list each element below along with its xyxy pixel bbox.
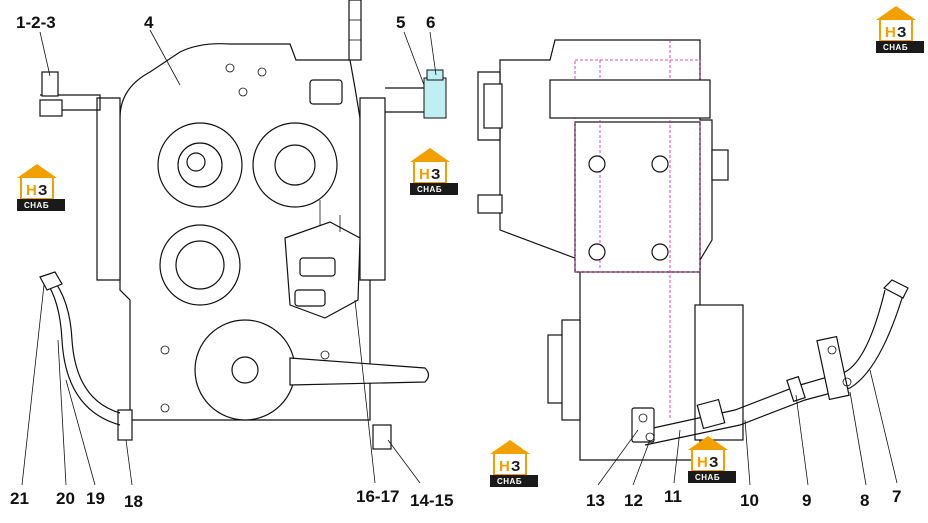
svg-text:СНАБ: СНАБ: [24, 201, 49, 210]
label-13: 13: [586, 491, 605, 510]
gearbox-side-view: [477, 39, 909, 461]
label-5: 5: [396, 13, 405, 32]
callout-labels: 1-2-3 4 5 6 21 20 19 18 16-17 14-15 13 1…: [10, 13, 901, 511]
label-12: 12: [624, 491, 643, 510]
label-4: 4: [144, 13, 154, 32]
nz-snab-logo-top-right: СНАБ: [875, 5, 925, 54]
svg-text:СНАБ: СНАБ: [417, 185, 442, 194]
leader-lines: [21, 29, 898, 486]
label-20: 20: [56, 489, 75, 508]
label-7: 7: [892, 487, 901, 506]
nz-snab-logo-bottom-right: СНАБ: [687, 435, 737, 484]
svg-text:СНАБ: СНАБ: [497, 477, 522, 486]
label-14-15: 14-15: [410, 491, 453, 510]
gearbox-front-view: [39, 0, 447, 450]
nz-snab-logo-left: СНАБ: [16, 163, 66, 212]
svg-text:СНАБ: СНАБ: [883, 43, 908, 52]
label-19: 19: [86, 489, 105, 508]
label-18: 18: [124, 492, 143, 511]
label-11: 11: [664, 487, 682, 506]
label-1-2-3: 1-2-3: [16, 13, 56, 32]
nz-snab-logo-bottom-center: СНАБ: [489, 439, 539, 488]
label-10: 10: [740, 491, 759, 510]
label-21: 21: [10, 489, 29, 508]
label-9: 9: [802, 491, 811, 510]
label-6: 6: [426, 13, 435, 32]
svg-text:СНАБ: СНАБ: [695, 473, 720, 482]
label-8: 8: [860, 491, 869, 510]
label-16-17: 16-17: [356, 487, 399, 506]
nz-snab-logo-center: СНАБ: [409, 147, 459, 196]
